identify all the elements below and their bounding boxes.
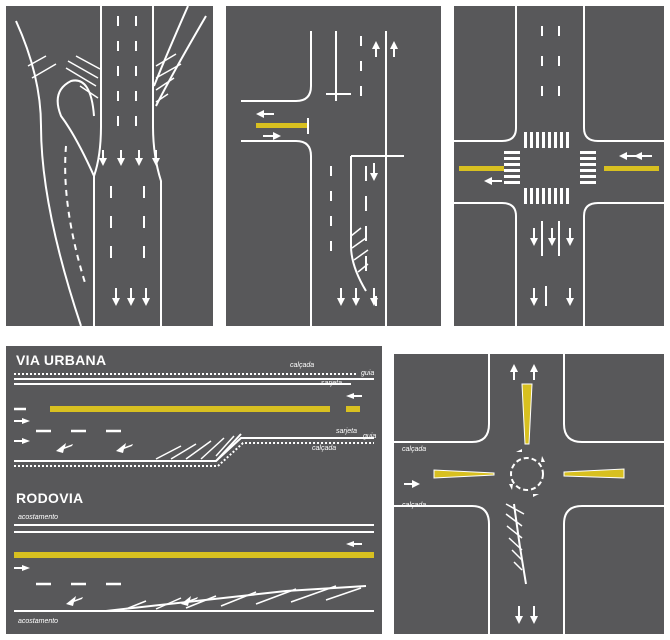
panel-crossroads: [454, 6, 664, 326]
crossroads-diagram: [454, 6, 664, 326]
yellow-island-right: [563, 468, 625, 479]
ramp-right-inner: [153, 6, 189, 87]
ramp-dashed-line: [64, 145, 87, 287]
corner-top-right: [563, 354, 664, 443]
panel-roundabout: calçada calçada: [394, 354, 664, 634]
lane-arrows: [484, 152, 652, 306]
corner-bottom-right: [583, 202, 664, 326]
lane-arrows: [99, 150, 160, 306]
road-sections-diagram: [14, 373, 374, 612]
taper-hatching: [350, 227, 369, 273]
urban-taper: [146, 433, 242, 462]
yellow-center-line: [256, 123, 308, 128]
right-turn-edge: [513, 503, 527, 585]
hatching-urban: [155, 435, 235, 460]
main-road-right-edge: [152, 6, 162, 326]
main-road-left-edge: [93, 6, 102, 326]
lane-dashes: [14, 407, 121, 586]
hatching-island: [505, 503, 525, 571]
t-junction-diagram: [241, 31, 404, 326]
crosswalk-stripes: [504, 132, 596, 204]
lane-arrows: [14, 393, 362, 606]
ramp-outer-edge: [15, 20, 82, 326]
corner-top-left: [394, 354, 490, 443]
urban-curb-dashed: [14, 442, 374, 467]
rural-road-title: RODOVIA: [16, 490, 84, 506]
label-sarjeta-top: sarjeta: [321, 380, 343, 387]
label-guia-bottom: guia: [363, 433, 377, 440]
gore-hatching-right: [155, 53, 182, 103]
taper-edge: [350, 156, 367, 292]
label-calcada-bottom: calçada: [312, 445, 337, 452]
crossroad-bottom-edge: [241, 140, 312, 326]
label-calcada-top: calçada: [402, 446, 427, 453]
yellow-island-top: [521, 383, 533, 445]
corner-bottom-left: [394, 505, 490, 634]
panel-t-junction: [226, 6, 441, 326]
panel-highway-exit: [6, 6, 213, 326]
corner-bottom-right: [563, 505, 664, 634]
label-calcada-top: calçada: [290, 362, 315, 369]
label-sarjeta-bottom: sarjeta: [336, 428, 358, 435]
lane-arrows: [256, 41, 398, 306]
label-guia-top: guia: [361, 370, 375, 377]
panel-road-sections: VIA URBANA RODOVIA calçada sarjeta guia …: [6, 346, 382, 634]
crossroad-top-edge: [241, 31, 312, 102]
highway-exit-diagram: [15, 6, 207, 326]
rural-yellow-line: [14, 552, 374, 558]
yellow-island-left: [433, 469, 495, 479]
lane-arrows: [404, 364, 545, 624]
lane-dashes: [110, 16, 145, 258]
urban-curb-bottom: [14, 437, 374, 462]
corner-top-right: [583, 6, 664, 142]
hatching-rural: [125, 585, 362, 610]
loop-curve: [56, 79, 95, 177]
roundabout-circle: [510, 457, 544, 491]
yellow-line-right: [604, 166, 659, 171]
label-calcada-bottom: calçada: [402, 502, 427, 509]
roundabout-diagram: [394, 354, 664, 634]
urban-road-title: VIA URBANA: [16, 352, 107, 368]
corner-top-left: [454, 6, 517, 142]
urban-yellow-line: [50, 406, 330, 412]
lane-dashes: [541, 26, 560, 306]
corner-bottom-left: [454, 202, 517, 326]
label-acostamento-top: acostamento: [18, 514, 59, 521]
gore-hatching-left: [27, 55, 101, 99]
yellow-line-left: [459, 166, 504, 171]
label-acostamento-bottom: acostamento: [18, 618, 59, 625]
